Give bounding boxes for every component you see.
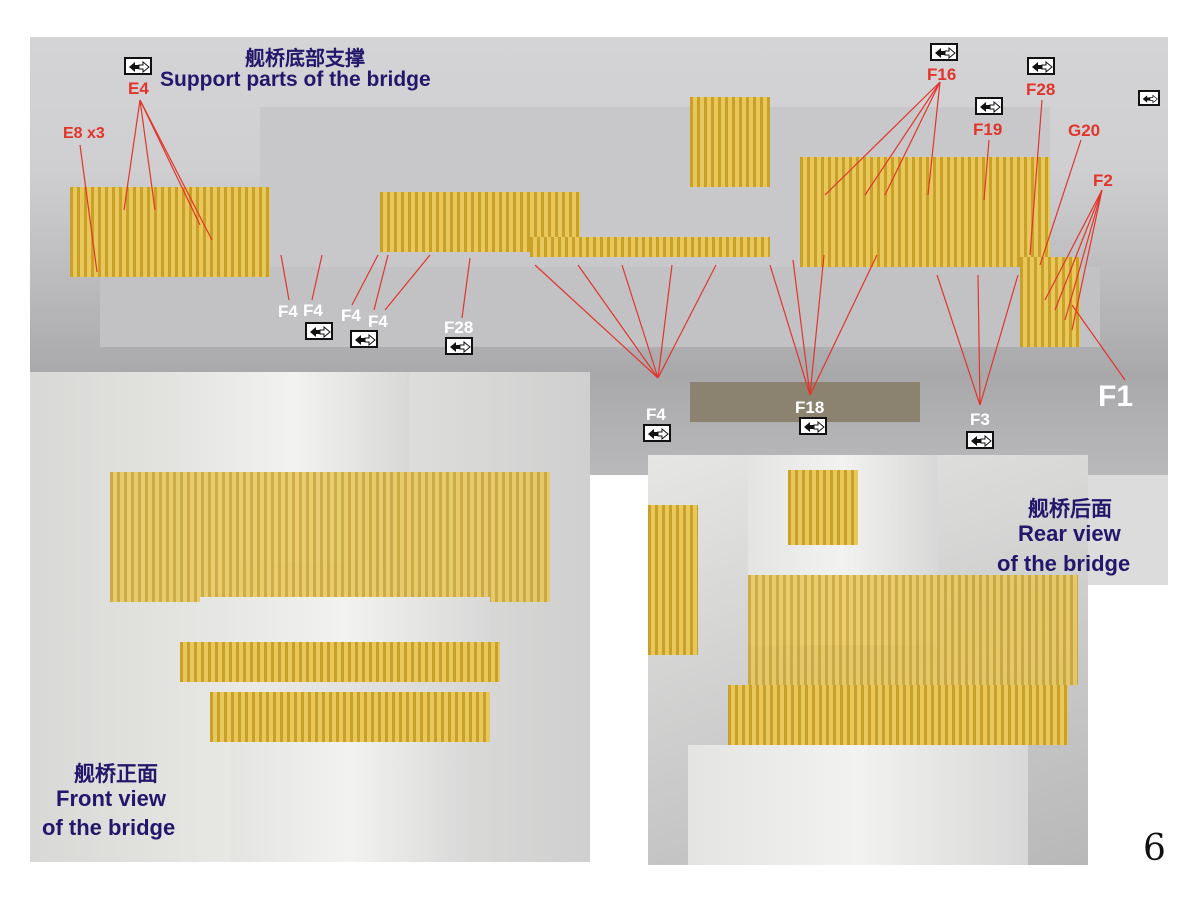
double-arrow-icon xyxy=(643,424,671,442)
double-arrow-icon xyxy=(799,417,827,435)
double-arrow-icon xyxy=(975,97,1003,115)
part-label-f18: F18 xyxy=(795,398,825,417)
part-label-f1: F1 xyxy=(1098,380,1134,413)
part-label-g20: G20 xyxy=(1068,121,1101,140)
double-arrow-icon xyxy=(350,330,378,348)
part-label-f19: F19 xyxy=(973,120,1003,139)
front-view-title-en-1: Front view xyxy=(56,786,167,811)
bridge-rear-photo xyxy=(648,455,1088,865)
part-label-f4: F4 xyxy=(646,405,666,424)
rear-view-title-en-1: Rear view xyxy=(1018,521,1121,546)
rear-view-title-cn: 舰桥后面 xyxy=(1028,498,1112,521)
support-title-en: Support parts of the bridge xyxy=(160,68,431,91)
double-arrow-icon xyxy=(305,322,333,340)
page-number: 6 xyxy=(1143,828,1166,869)
double-arrow-icon xyxy=(966,431,994,449)
part-label-f16: F16 xyxy=(927,65,957,84)
double-arrow-icon xyxy=(124,57,152,75)
part-label-f28: F28 xyxy=(444,318,474,337)
double-arrow-icon xyxy=(1138,90,1160,106)
double-arrow-icon xyxy=(930,43,958,61)
part-label-f4: F4 xyxy=(341,306,361,325)
bridge-front-photo xyxy=(30,372,590,862)
front-view-title-cn: 舰桥正面 xyxy=(74,763,158,786)
part-label-f4: F4 xyxy=(368,312,388,331)
front-view-title-en-2: of the bridge xyxy=(42,815,176,840)
double-arrow-icon xyxy=(445,337,473,355)
part-label-f2: F2 xyxy=(1093,171,1113,190)
part-label-f4: F4 xyxy=(278,302,298,321)
double-arrow-icon xyxy=(1027,57,1055,75)
part-label-f4: F4 xyxy=(303,301,323,320)
part-label-f3: F3 xyxy=(970,410,990,429)
part-label-f28: F28 xyxy=(1026,80,1056,99)
part-label-e4: E4 xyxy=(128,79,149,98)
support-title-cn: 舰桥底部支撑 xyxy=(245,48,365,70)
ship-top-photo xyxy=(30,37,1168,372)
part-label-e8: E8 x3 xyxy=(63,125,105,142)
rear-view-title-en-2: of the bridge xyxy=(997,551,1131,576)
